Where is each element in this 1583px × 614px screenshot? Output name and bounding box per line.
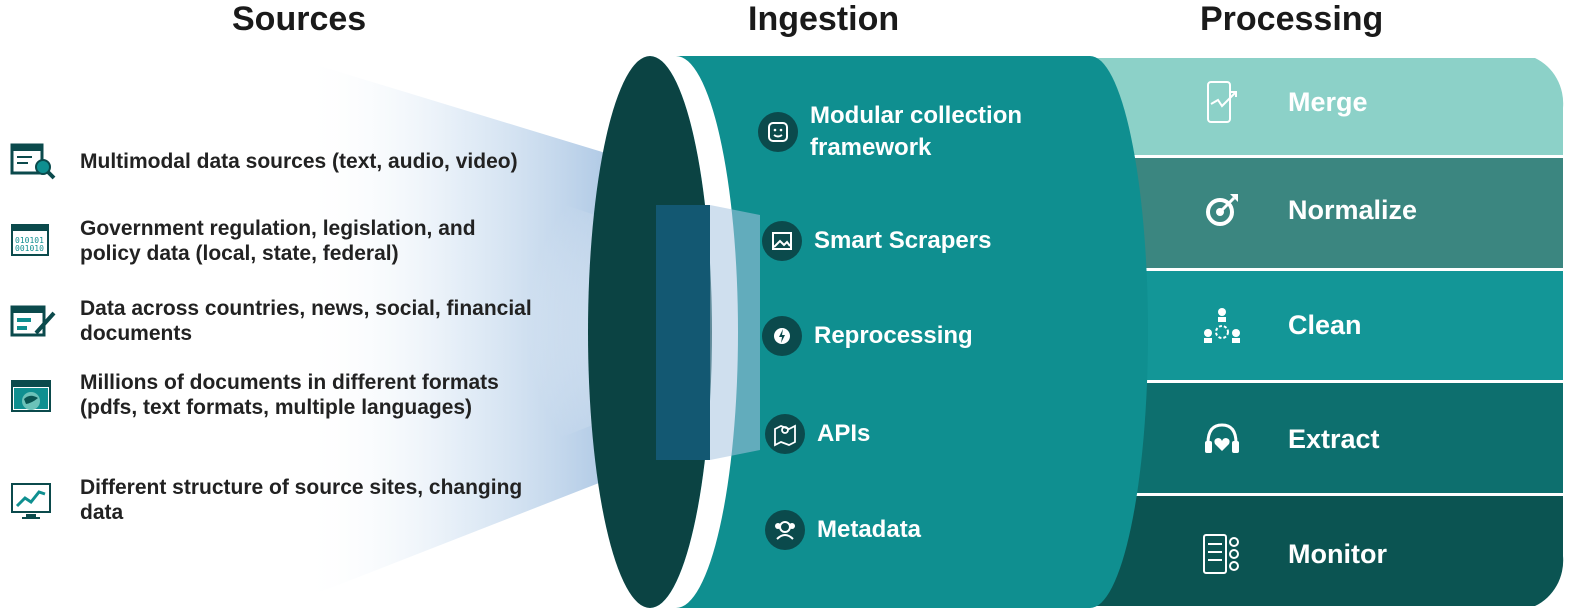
edit-document-icon bbox=[10, 305, 56, 337]
globe-window-icon bbox=[11, 380, 51, 412]
ingestion-text: Metadata bbox=[817, 516, 922, 543]
segment-normalize bbox=[1085, 158, 1563, 268]
processing-text: Monitor bbox=[1288, 538, 1387, 569]
processing-text: Merge bbox=[1288, 86, 1368, 117]
processing-text: Clean bbox=[1288, 309, 1362, 340]
source-item: Multimodal data sources (text, audio, vi… bbox=[10, 137, 570, 185]
processing-item: Clean bbox=[1190, 303, 1530, 347]
source-text: Government regulation, legislation, and … bbox=[80, 217, 476, 265]
ingestion-item: Metadata bbox=[765, 510, 921, 550]
ingestion-item: Reprocessing bbox=[762, 316, 973, 356]
segment-clean bbox=[1085, 271, 1563, 380]
source-text: Millions of documents in different forma… bbox=[80, 371, 499, 419]
ingestion-text: Smart Scrapers bbox=[814, 227, 992, 254]
ingestion-text: APIs bbox=[817, 420, 871, 447]
ingestion-opening bbox=[588, 56, 712, 608]
checklist-monitor-icon bbox=[1203, 534, 1239, 574]
tablet-chart-icon bbox=[1207, 81, 1237, 123]
processing-item: Merge bbox=[1190, 80, 1530, 124]
segment-monitor bbox=[1085, 496, 1564, 606]
map-pin-icon bbox=[765, 414, 805, 454]
smiley-module-icon bbox=[758, 112, 798, 152]
source-text: Multimodal data sources (text, audio, vi… bbox=[80, 149, 518, 173]
source-item: Millions of documents in different forma… bbox=[10, 370, 570, 420]
team-network-icon bbox=[1204, 308, 1240, 343]
svg-text:001010: 001010 bbox=[15, 244, 44, 253]
ingestion-cylinder bbox=[588, 56, 1148, 608]
segment-merge bbox=[1085, 58, 1564, 155]
sources-header: Sources bbox=[232, 0, 367, 38]
source-item: 010101 001010 Government regulation, leg… bbox=[10, 216, 570, 266]
processing-item: Monitor bbox=[1190, 532, 1530, 576]
ingestion-item: Modular collection framework bbox=[758, 100, 1080, 164]
people-search-icon bbox=[765, 510, 805, 550]
source-item: Data across countries, news, social, fin… bbox=[10, 296, 570, 346]
source-item: Different structure of source sites, cha… bbox=[10, 475, 570, 525]
segment-extract bbox=[1085, 383, 1563, 493]
processing-item: Extract bbox=[1190, 417, 1530, 461]
processing-text: Normalize bbox=[1288, 194, 1418, 225]
data-beam-core bbox=[400, 150, 760, 500]
image-scraper-icon bbox=[762, 221, 802, 261]
source-text: Different structure of source sites, cha… bbox=[80, 476, 523, 524]
process-gear-icon bbox=[762, 316, 802, 356]
processing-text: Extract bbox=[1288, 423, 1380, 454]
ingestion-item: APIs bbox=[765, 414, 870, 454]
svg-text:010101: 010101 bbox=[15, 236, 44, 245]
ingestion-inner bbox=[656, 205, 710, 460]
browser-search-icon bbox=[10, 143, 56, 180]
binary-code-window-icon: 010101 001010 bbox=[11, 224, 49, 256]
ingestion-text: Modular collection framework bbox=[810, 102, 1023, 161]
monitor-chart-icon bbox=[11, 483, 51, 519]
source-text: Data across countries, news, social, fin… bbox=[80, 297, 532, 345]
ingestion-item: Smart Scrapers bbox=[762, 221, 991, 261]
processing-header: Processing bbox=[1200, 0, 1384, 38]
processing-item: Normalize bbox=[1190, 188, 1530, 232]
target-icon bbox=[1206, 194, 1238, 226]
headset-heart-icon bbox=[1205, 423, 1239, 453]
ingestion-header: Ingestion bbox=[748, 0, 900, 38]
ingestion-text: Reprocessing bbox=[814, 322, 973, 349]
